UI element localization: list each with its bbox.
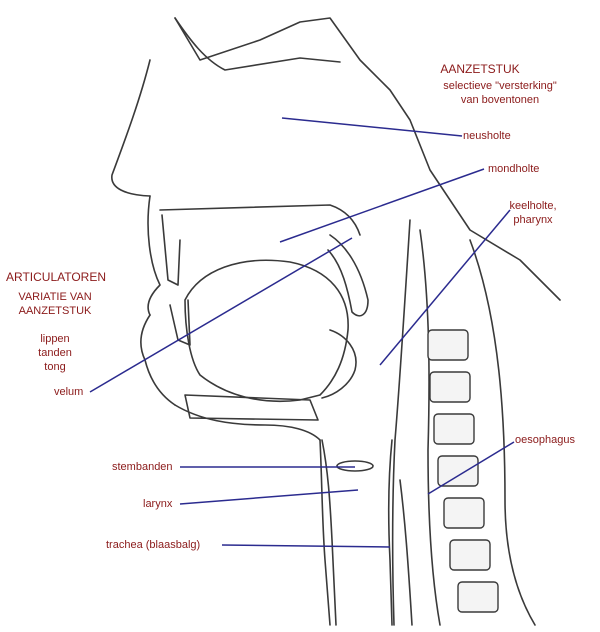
vertebra-1 [427, 329, 469, 361]
vertebra-6 [449, 539, 491, 571]
label-mondholte: mondholte [488, 163, 540, 175]
oesophagus-tube [399, 479, 413, 626]
cranial-base-outline [174, 17, 561, 301]
vertebra-5 [443, 497, 485, 529]
label-stembanden: stembanden [112, 461, 173, 473]
forehead-bone [174, 17, 341, 71]
label-oesophagus: oesophagus [515, 434, 575, 446]
tongue-outline [184, 259, 349, 403]
aanzetstuk-desc-line2: van boventonen [460, 94, 540, 106]
vertebra-4 [437, 455, 479, 487]
larynx-wall-right [387, 439, 393, 626]
label-variatie-line2: AANZETSTUK [18, 305, 92, 317]
label-neusholte: neusholte [463, 130, 511, 142]
neck-front [319, 439, 331, 626]
aanzetstuk-title: AANZETSTUK [440, 62, 520, 76]
larynx-wall-left [321, 439, 337, 626]
leader-larynx [179, 489, 359, 505]
velum-outline [327, 234, 369, 317]
leader-lines [89, 117, 515, 548]
vertebra-3 [433, 413, 475, 445]
label-lippen: lippen [40, 333, 70, 345]
label-tong: tong [44, 361, 66, 373]
epiglottis [321, 329, 357, 399]
pharynx-back-wall [391, 219, 411, 626]
leader-oesophagus [427, 441, 515, 495]
lower-teeth [169, 299, 191, 346]
leader-velum [89, 237, 353, 393]
leader-keelholte [379, 209, 511, 366]
vertebrae-group [427, 329, 499, 613]
leader-trachea [221, 544, 391, 548]
upper-lip [147, 195, 161, 316]
label-keelholte-line1: keelholte, [509, 200, 557, 212]
label-tanden: tanden [38, 347, 72, 359]
nose-profile [111, 59, 151, 197]
lower-lip [140, 314, 176, 406]
label-variatie-line1: VARIATIE VAN [18, 291, 92, 303]
label-larynx: larynx [143, 498, 173, 510]
aanzetstuk-desc-line1: selectieve "versterking" [443, 80, 557, 92]
leader-neusholte [281, 117, 463, 137]
chin-jaw [174, 404, 321, 441]
vertebra-2 [429, 371, 471, 403]
leader-mondholte [279, 168, 485, 243]
mandible [184, 394, 319, 421]
label-velum: velum [54, 386, 84, 398]
label-trachea: trachea (blaasbalg) [106, 539, 201, 551]
upper-teeth [161, 214, 181, 286]
spine-back [469, 239, 536, 626]
hard-palate [159, 204, 361, 236]
label-articulatoren: ARTICULATOREN [6, 270, 107, 284]
vocal-folds-shape [336, 460, 374, 472]
label-keelholte-line2: pharynx [513, 214, 553, 226]
spine-front [419, 229, 441, 626]
vertebra-7 [457, 581, 499, 613]
